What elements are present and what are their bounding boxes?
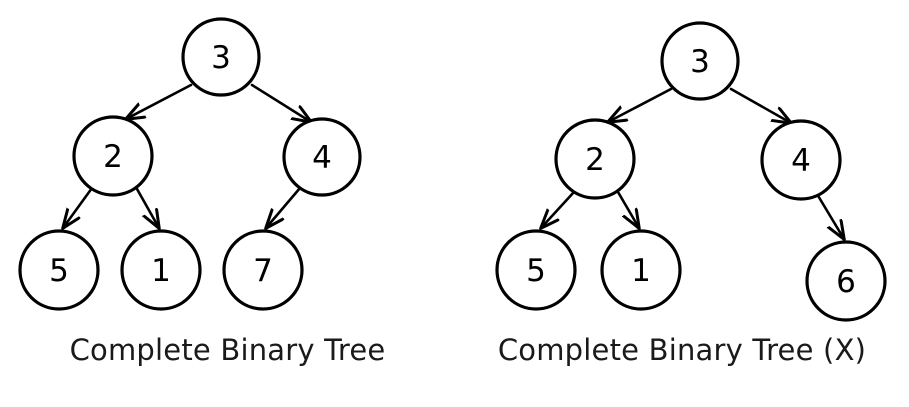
node-label: 1	[631, 253, 651, 289]
node-6-right[interactable]: 6	[805, 240, 887, 322]
node-label: 2	[103, 139, 123, 175]
node-label: 7	[253, 253, 273, 289]
node-5-right[interactable]: 5	[495, 229, 577, 311]
figure-complete-binary-tree-x: 3 2 4 5 1 6 Complete Binary	[455, 0, 909, 407]
tree-graphic-right: 3 2 4 5 1 6	[495, 21, 887, 322]
node-7-left[interactable]: 7	[222, 229, 304, 311]
caption-complete-binary-tree: Complete Binary Tree	[69, 333, 386, 367]
edge-group-right	[541, 87, 844, 239]
node-label: 6	[836, 264, 856, 300]
node-2-right[interactable]: 2	[554, 118, 636, 200]
node-label: 5	[49, 253, 69, 289]
edge-3-to-4	[729, 87, 791, 123]
edge-2-to-5	[541, 190, 576, 228]
node-3-left[interactable]: 3	[181, 17, 261, 97]
node-circle	[760, 119, 842, 201]
node-circle	[222, 229, 304, 311]
node-circle	[181, 17, 261, 97]
node-circle	[120, 229, 202, 311]
edge-2-to-1	[616, 190, 639, 228]
caption-complete-binary-tree-x: Complete Binary Tree (X)	[497, 333, 867, 367]
node-label: 1	[151, 253, 171, 289]
edge-3-to-2	[608, 87, 673, 122]
node-1-right[interactable]: 1	[600, 229, 682, 311]
node-circle	[495, 229, 577, 311]
node-1-left[interactable]: 1	[120, 229, 202, 311]
node-label: 4	[312, 140, 332, 176]
node-2-left[interactable]: 2	[72, 115, 154, 197]
node-circle	[554, 118, 636, 200]
tree-graphic-left: 3 2 4 5 1 7	[18, 17, 362, 311]
node-label: 5	[526, 253, 546, 289]
edge-3-to-2	[126, 83, 193, 119]
edge-2-to-1	[135, 187, 159, 228]
node-circle	[600, 229, 682, 311]
node-circle	[805, 240, 887, 322]
node-label: 3	[690, 44, 710, 80]
edge-3-to-4	[250, 83, 311, 122]
node-circle	[660, 21, 740, 101]
node-circle	[282, 117, 362, 197]
edge-2-to-5	[63, 186, 94, 228]
node-circle	[72, 115, 154, 197]
edge-4-to-7	[266, 186, 302, 228]
node-4-right[interactable]: 4	[760, 119, 842, 201]
node-4-left[interactable]: 4	[282, 117, 362, 197]
edge-4-to-6	[815, 192, 844, 239]
node-3-right[interactable]: 3	[660, 21, 740, 101]
node-label: 3	[211, 40, 231, 76]
node-label: 2	[585, 142, 605, 178]
node-label: 4	[791, 143, 811, 179]
edge-group-left	[63, 83, 311, 228]
figure-complete-binary-tree: 3 2 4 5 1 7 Complete Binary	[18, 17, 386, 367]
node-5-left[interactable]: 5	[18, 229, 100, 311]
node-circle	[18, 229, 100, 311]
